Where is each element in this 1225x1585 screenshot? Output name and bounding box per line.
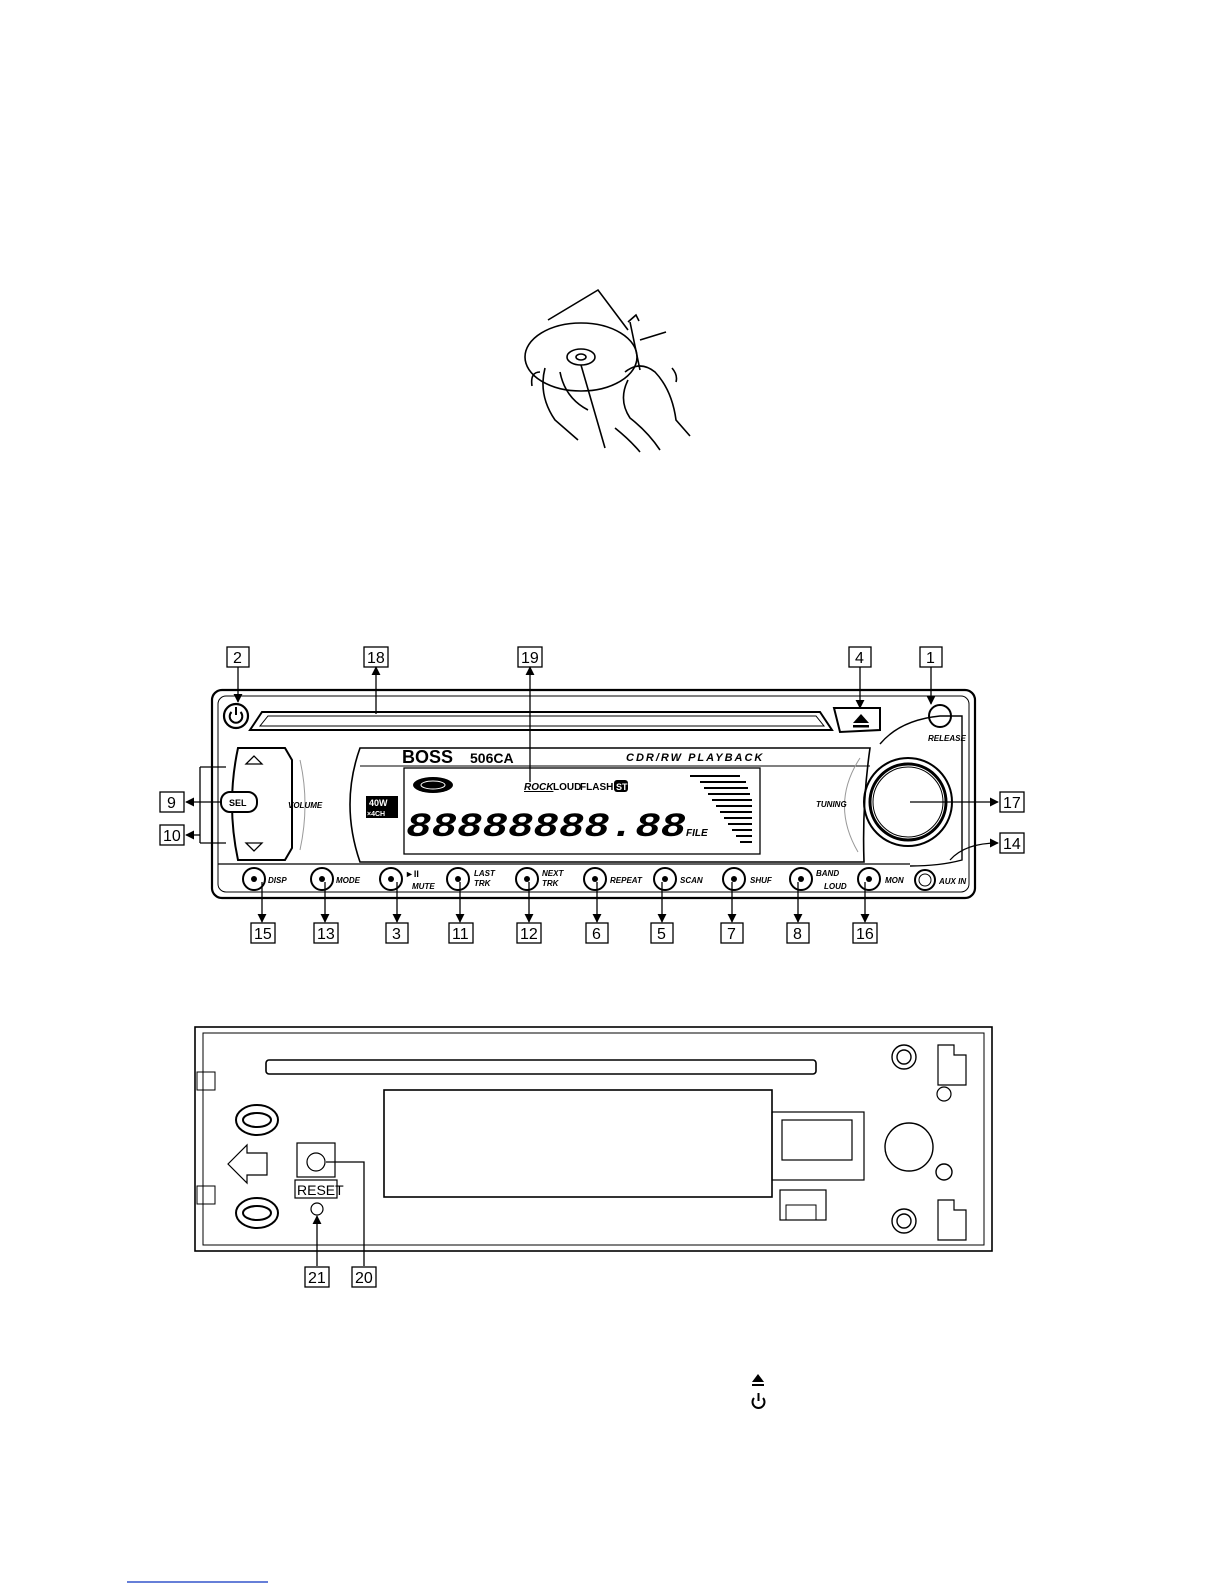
- mode-button[interactable]: [311, 868, 333, 890]
- band-label: BAND: [816, 869, 839, 878]
- play-pause-mute-button[interactable]: [380, 868, 402, 890]
- reset-button-housing: [297, 1143, 335, 1177]
- mute-label: MUTE: [412, 882, 435, 891]
- callout-8: 8: [793, 926, 802, 943]
- disc-cleaning-illustration: [525, 290, 690, 452]
- rock-indicator: ROCK: [524, 782, 554, 793]
- model-name: 506CA: [470, 750, 514, 766]
- next-track-button[interactable]: [516, 868, 538, 890]
- callout-14: 14: [1003, 836, 1021, 853]
- callout-12: 12: [520, 926, 538, 943]
- callout-1: 1: [926, 650, 935, 667]
- callout-10: 10: [163, 828, 181, 845]
- volume-label: VOLUME: [288, 801, 323, 810]
- left-upper-latch-icon: [236, 1105, 278, 1135]
- mon-label: MON: [885, 876, 904, 885]
- callout-21: 21: [308, 1270, 326, 1287]
- front-panel: RELEASE SEL VOLUME BOSS 506CA CDR/RW PLA…: [212, 690, 975, 898]
- left-lower-latch-icon: [236, 1198, 278, 1228]
- reset-button[interactable]: [307, 1153, 325, 1171]
- playback-label: CDR/RW PLAYBACK: [626, 752, 764, 764]
- file-indicator: FILE: [686, 828, 708, 839]
- last-label-1: LAST: [474, 869, 496, 878]
- disp-label: DISP: [268, 876, 287, 885]
- callout-4: 4: [855, 650, 864, 667]
- callout-6: 6: [592, 926, 601, 943]
- callout-2: 2: [233, 650, 242, 667]
- callout-18: 18: [367, 650, 385, 667]
- power-badge-top: 40W: [369, 798, 388, 808]
- power-icon: [753, 1393, 765, 1408]
- eject-icon: [752, 1374, 764, 1386]
- eject-icon: [853, 714, 869, 728]
- scan-button[interactable]: [654, 868, 676, 890]
- callout-11: 11: [452, 926, 469, 943]
- flash-indicator: FLASH: [580, 782, 613, 793]
- last-label-2: TRK: [474, 879, 492, 888]
- power-badge-bottom: ×4CH: [367, 811, 385, 818]
- repeat-button[interactable]: [584, 868, 606, 890]
- shuf-label: SHUF: [750, 876, 773, 885]
- aux-in-label: AUX IN: [938, 877, 966, 886]
- callout-17: 17: [1003, 795, 1021, 812]
- loud-label: LOUD: [824, 882, 847, 891]
- callout-15: 15: [254, 926, 272, 943]
- back-callouts: [305, 1162, 376, 1287]
- next-label-1: NEXT: [542, 869, 564, 878]
- st-indicator: ST: [616, 782, 628, 792]
- power-button[interactable]: [224, 704, 248, 728]
- left-arrow-icon: [228, 1145, 267, 1183]
- volume-down-icon: [246, 843, 262, 851]
- callout-16: 16: [856, 926, 874, 943]
- mon-button[interactable]: [858, 868, 880, 890]
- disc-indicator-icon: [413, 777, 453, 793]
- play-pause-icon: ►II: [405, 869, 419, 879]
- band-loud-button[interactable]: [790, 868, 812, 890]
- eject-button[interactable]: [834, 708, 880, 732]
- callout-13: 13: [317, 926, 335, 943]
- callout-20: 20: [355, 1270, 373, 1287]
- mode-label: MODE: [336, 876, 361, 885]
- reset-label: RESET: [297, 1182, 344, 1198]
- tuning-label: TUNING: [816, 800, 847, 809]
- repeat-label: REPEAT: [610, 876, 643, 885]
- callout-9: 9: [167, 795, 176, 812]
- release-label: RELEASE: [928, 734, 966, 743]
- aux-in-jack[interactable]: [915, 870, 935, 890]
- last-track-button[interactable]: [447, 868, 469, 890]
- sel-label: SEL: [229, 798, 247, 808]
- scan-label: SCAN: [680, 876, 703, 885]
- volume-up-icon: [246, 756, 262, 764]
- reset-pinhole[interactable]: [311, 1203, 323, 1215]
- back-panel: [195, 1027, 992, 1251]
- power-icon: [230, 707, 243, 723]
- shuffle-button[interactable]: [723, 868, 745, 890]
- callout-5: 5: [657, 926, 666, 943]
- callout-7: 7: [727, 926, 736, 943]
- next-label-2: TRK: [542, 879, 560, 888]
- loud-indicator: LOUD: [553, 782, 581, 793]
- segment-display: 88888888.88: [406, 809, 686, 847]
- brand-logo: BOSS: [402, 747, 453, 767]
- callout-19: 19: [521, 650, 539, 667]
- callout-3: 3: [392, 926, 401, 943]
